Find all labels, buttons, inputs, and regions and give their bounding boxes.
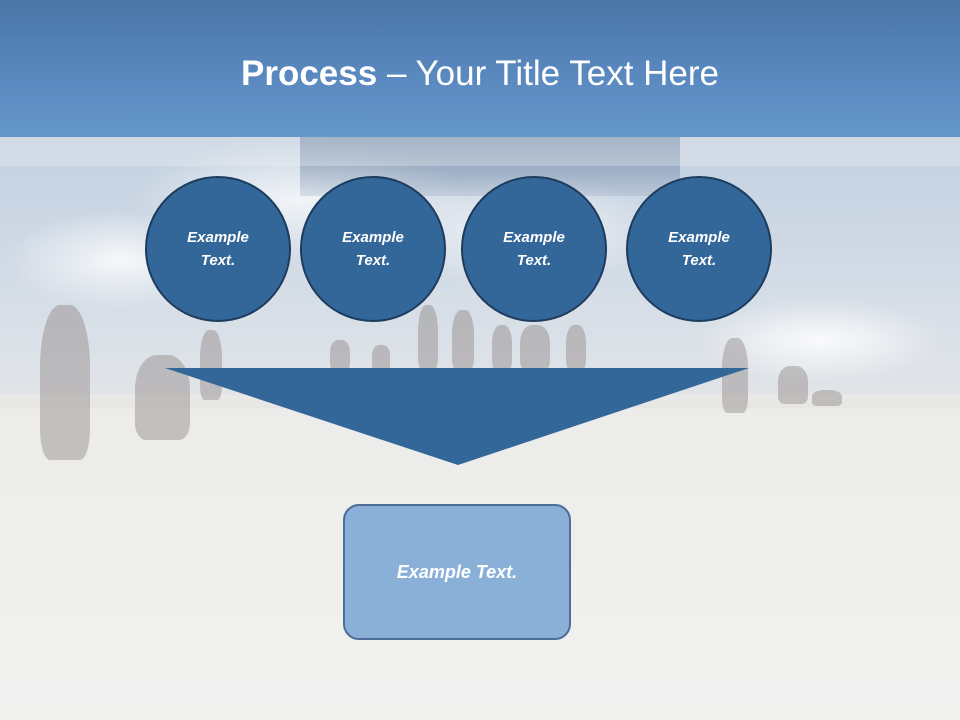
slide-title: Process – Your Title Text Here [0,52,960,96]
process-input-label-1-line1: Example [187,229,249,246]
slide-title-bold: Process [241,54,378,93]
process-input-label-2-line1: Example [342,229,404,246]
background-person [40,305,90,460]
process-input-label-3-line1: Example [503,229,565,246]
background-person [778,366,808,404]
process-input-label-1-line2: Text. [200,252,236,269]
background-person [330,340,350,370]
process-input-label-4-line1: Example [668,229,730,246]
background-band [0,136,960,166]
process-input-label-3-line2: Text. [516,252,552,269]
process-input-label-4-line2: Text. [681,252,717,269]
background-person [418,305,438,370]
slide-title-rest: – Your Title Text Here [377,54,719,93]
title-bar [0,0,960,137]
background-person [812,390,842,406]
process-result-box: Example Text. [343,504,571,640]
background-person [372,345,390,370]
background-person [492,325,512,370]
funnel-shape [165,368,749,465]
funnel-triangle [165,368,749,465]
background-person [452,310,474,370]
process-input-label-2-line2: Text. [355,252,391,269]
process-result-label: Example Text. [396,561,518,582]
background-person [566,325,586,370]
background-person [520,325,550,370]
